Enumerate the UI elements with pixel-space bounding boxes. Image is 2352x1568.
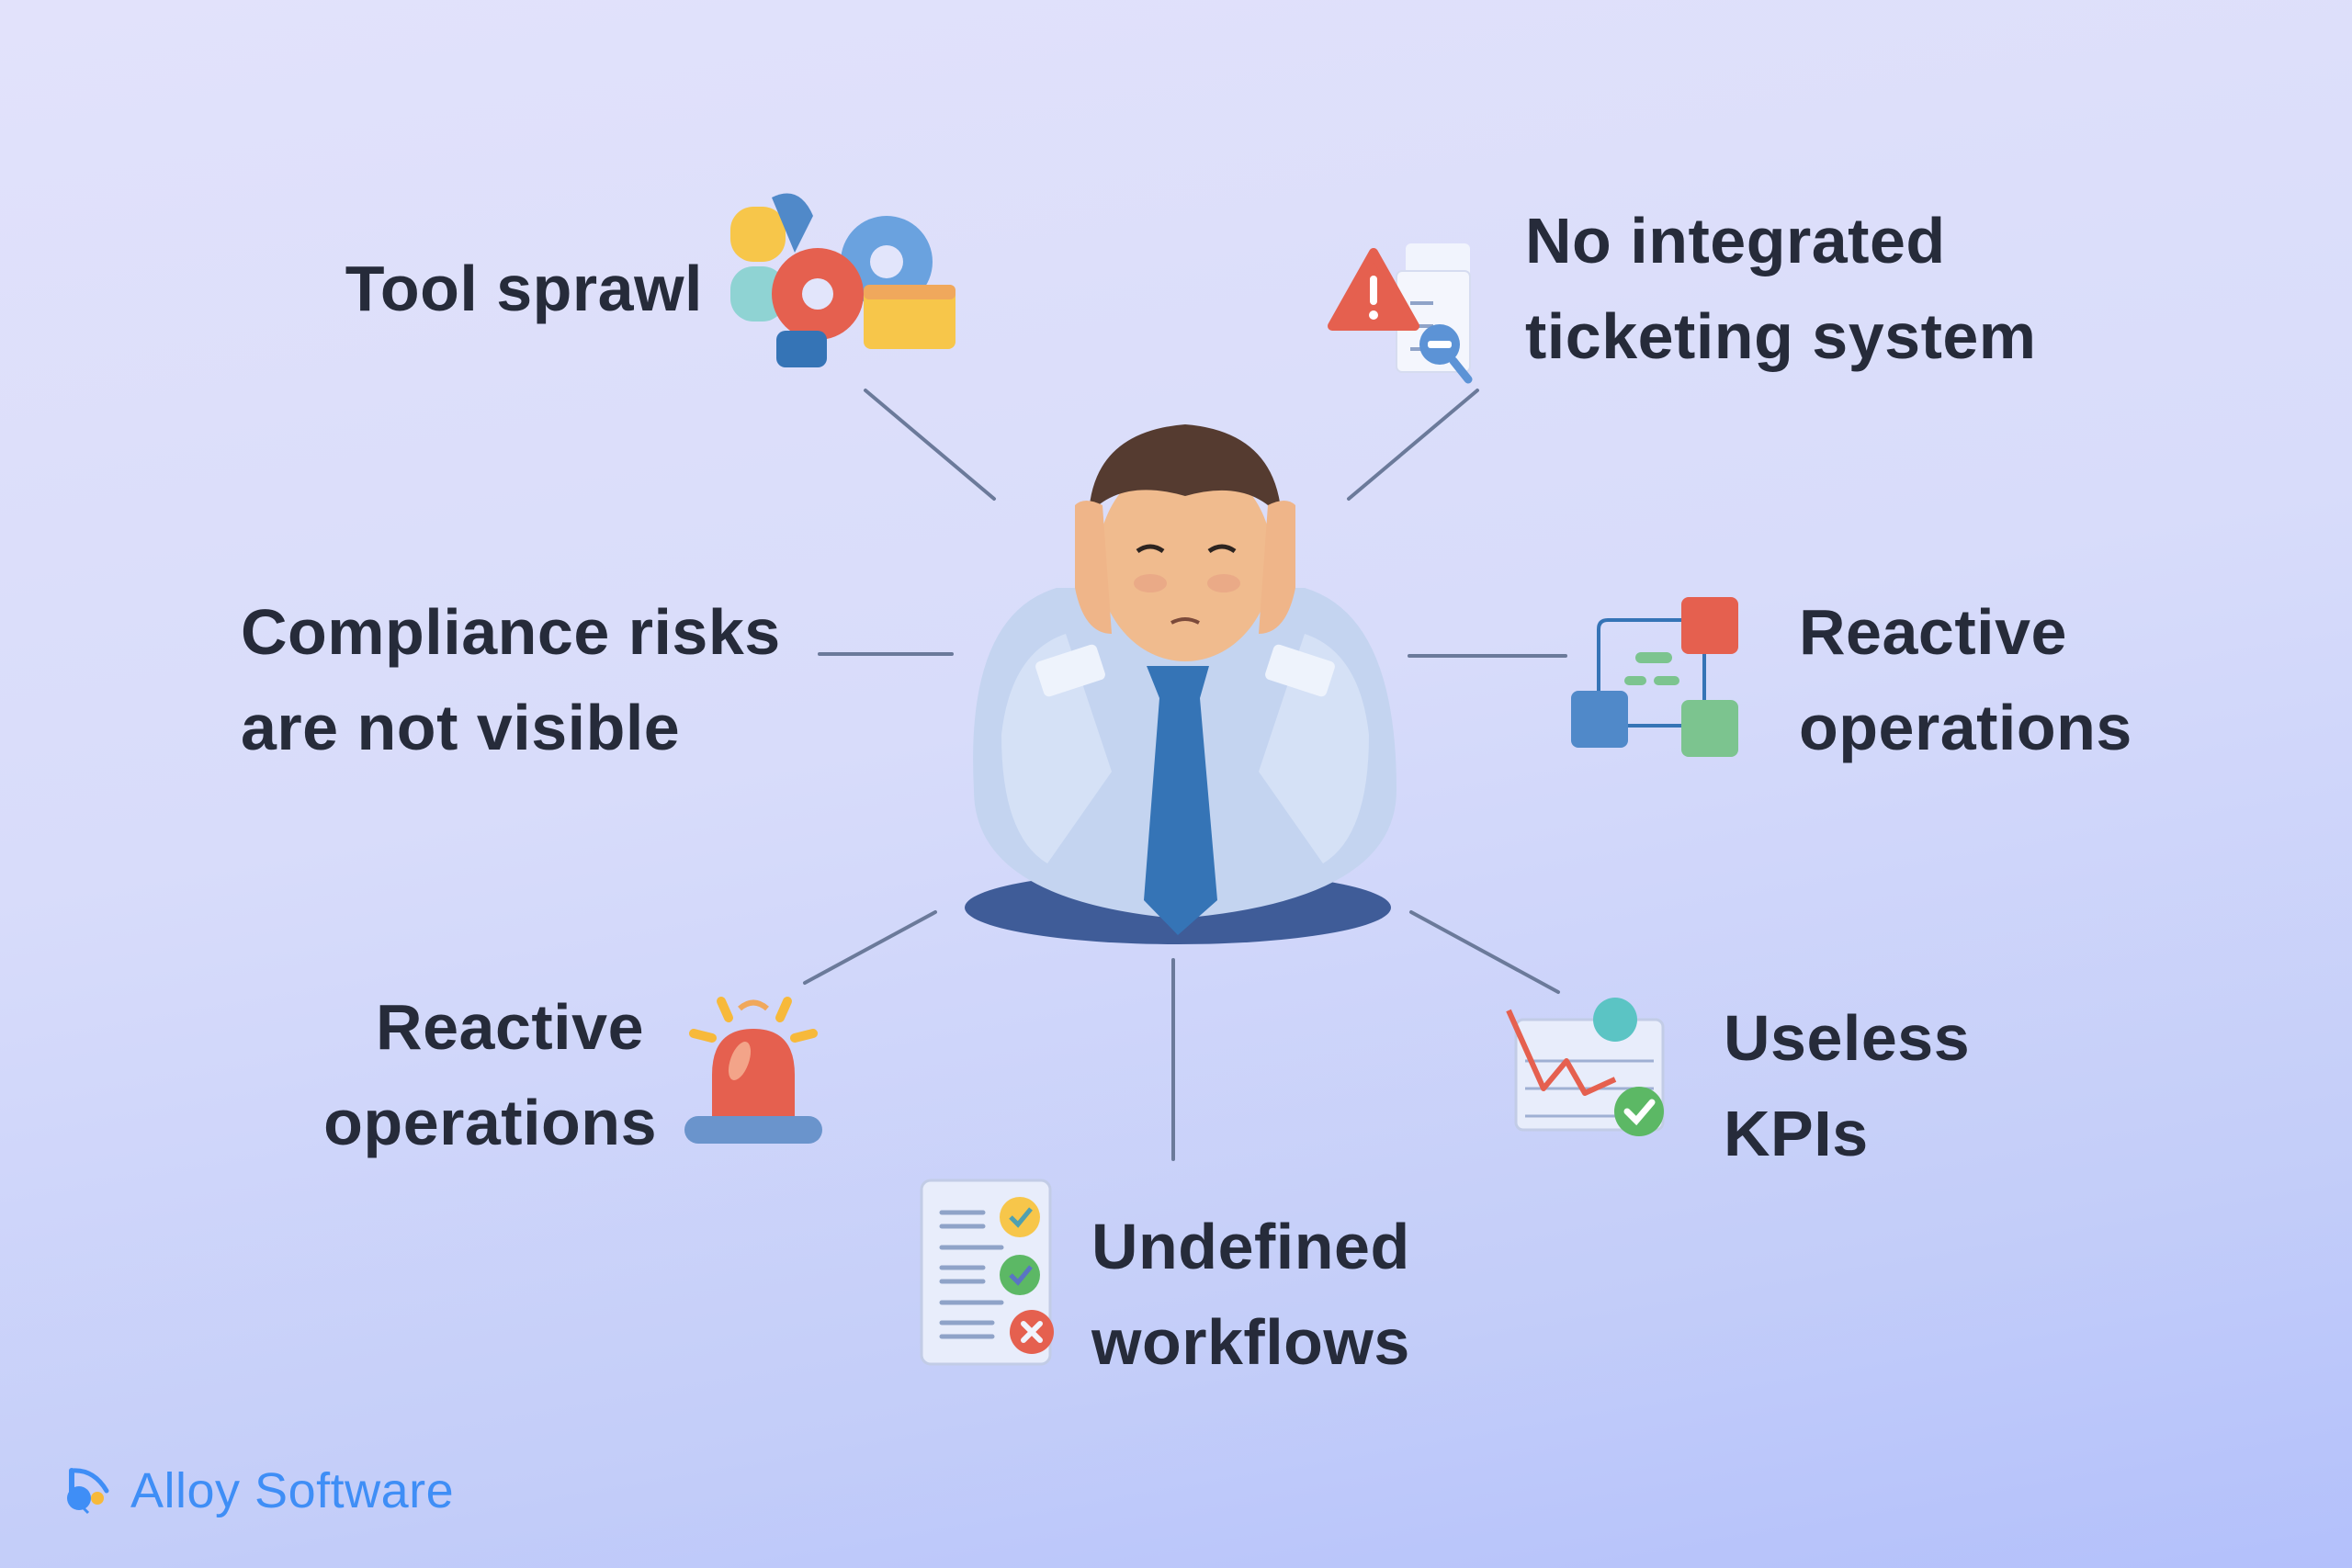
checklist-icon <box>920 1179 1054 1366</box>
node-useless-kpis: Useless KPIs <box>1724 990 1970 1181</box>
node-label-line1: Compliance risks <box>241 596 781 668</box>
chart-check-icon <box>1506 998 1665 1136</box>
stressed-worker-illustration <box>965 424 1396 944</box>
alloy-logo-icon <box>67 1468 109 1515</box>
node-label-line1: Useless <box>1724 1002 1971 1074</box>
warning-document-search-icon <box>1328 243 1473 384</box>
node-label-line2: operations <box>1799 692 2132 763</box>
node-reactive-operations-right: Reactive operations <box>1799 584 2132 775</box>
node-label-line2: are not visible <box>241 692 681 763</box>
node-label-line1: Reactive <box>1799 596 2067 668</box>
node-label-line2: workflows <box>1091 1306 1410 1378</box>
alarm-siren-icon <box>684 997 822 1144</box>
node-undefined-workflows: Undefined workflows <box>1091 1199 1410 1390</box>
node-label: Tool sprawl <box>345 253 703 324</box>
node-label-line1: Undefined <box>1091 1211 1410 1282</box>
node-compliance: Compliance risks are not visible <box>241 584 781 775</box>
node-label-line2: KPIs <box>1724 1098 1869 1169</box>
flowchart-icon <box>1571 597 1738 757</box>
node-label-line2: ticketing system <box>1525 300 2037 372</box>
node-reactive-operations-left: Reactive operations <box>276 979 657 1170</box>
node-label-line1: No integrated <box>1525 205 1946 276</box>
brand-logo[interactable]: Alloy Software <box>66 1462 454 1519</box>
node-label-line1: Reactive <box>376 991 644 1063</box>
node-label-line2: operations <box>323 1087 657 1158</box>
gears-tools-icon <box>730 193 956 367</box>
node-tool-sprawl: Tool sprawl <box>276 241 703 336</box>
node-no-ticketing: No integrated ticketing system <box>1525 193 2037 384</box>
brand-name: Alloy Software <box>130 1463 455 1518</box>
